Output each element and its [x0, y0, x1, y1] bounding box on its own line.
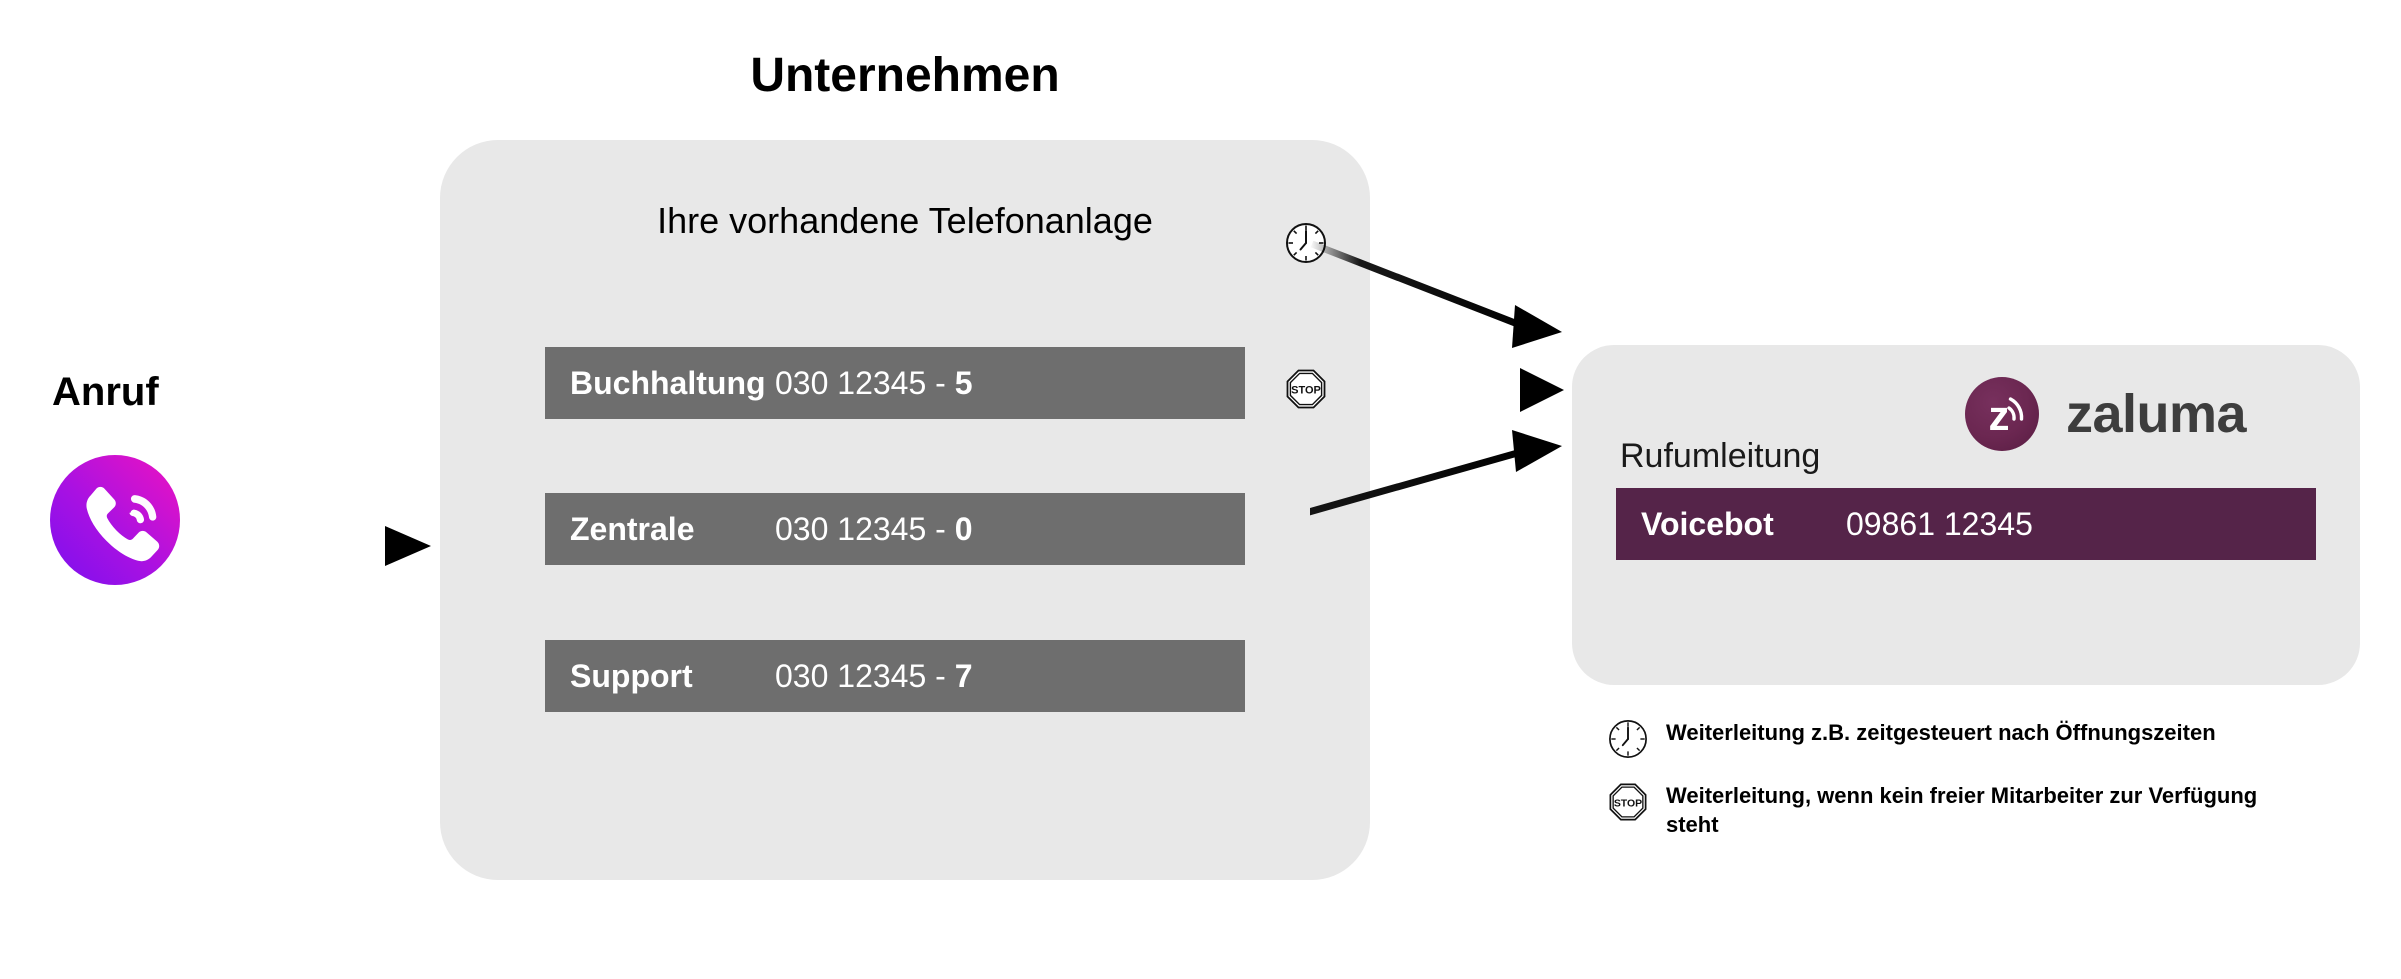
call-label: Anruf	[52, 370, 159, 414]
pbx-extension-row[interactable]: Zentrale 030 12345 - 0	[545, 493, 1245, 565]
svg-text:STOP: STOP	[1614, 798, 1642, 809]
stop-icon: STOP	[1608, 782, 1648, 822]
arrow-call-to-pbx-icon	[195, 510, 455, 590]
pbx-card: Ihre vorhandene Telefonanlage Buchhaltun…	[440, 140, 1370, 880]
pbx-extension-number: 030 12345 - 5	[775, 364, 973, 401]
phone-call-icon	[50, 455, 180, 585]
pbx-extension-number: 030 12345 - 7	[775, 657, 973, 694]
zaluma-voicebot-name: Voicebot	[1641, 505, 1774, 542]
legend-text: Weiterleitung z.B. zeitgesteuert nach Öf…	[1666, 720, 2216, 745]
pbx-extension-row[interactable]: Buchhaltung 030 12345 - 5	[545, 347, 1245, 419]
zaluma-logo: z zaluma	[1964, 359, 2294, 469]
zaluma-voicebot-row[interactable]: Voicebot 09861 12345	[1616, 488, 2316, 560]
zaluma-z-signal-icon: z	[1964, 376, 2040, 452]
zaluma-card: Rufumleitung z zaluma	[1572, 345, 2360, 685]
legend: Weiterleitung z.B. zeitgesteuert nach Öf…	[1608, 718, 2368, 861]
svg-text:z: z	[1989, 392, 2010, 439]
zaluma-card-title: Rufumleitung	[1620, 437, 1821, 475]
legend-item: Weiterleitung z.B. zeitgesteuert nach Öf…	[1608, 718, 2368, 759]
stop-icon: STOP	[1285, 368, 1327, 410]
pbx-extension-row[interactable]: Support 030 12345 - 7	[545, 640, 1245, 712]
pbx-extension-name: Support	[570, 657, 693, 694]
legend-item: STOP Weiterleitung, wenn kein freier Mit…	[1608, 781, 2368, 839]
legend-text: Weiterleitung, wenn kein freier Mitarbei…	[1666, 783, 2258, 838]
clock-icon	[1608, 719, 1648, 759]
pbx-extension-number: 030 12345 - 0	[775, 510, 973, 547]
zaluma-voicebot-number: 09861 12345	[1846, 505, 2033, 542]
page-title: Unternehmen	[750, 49, 1060, 102]
pbx-extension-name: Buchhaltung	[570, 364, 766, 401]
pbx-extension-name: Zentrale	[570, 510, 695, 547]
clock-icon	[1285, 222, 1327, 264]
zaluma-wordmark: zaluma	[2066, 384, 2247, 444]
pbx-card-title: Ihre vorhandene Telefonanlage	[657, 200, 1153, 241]
